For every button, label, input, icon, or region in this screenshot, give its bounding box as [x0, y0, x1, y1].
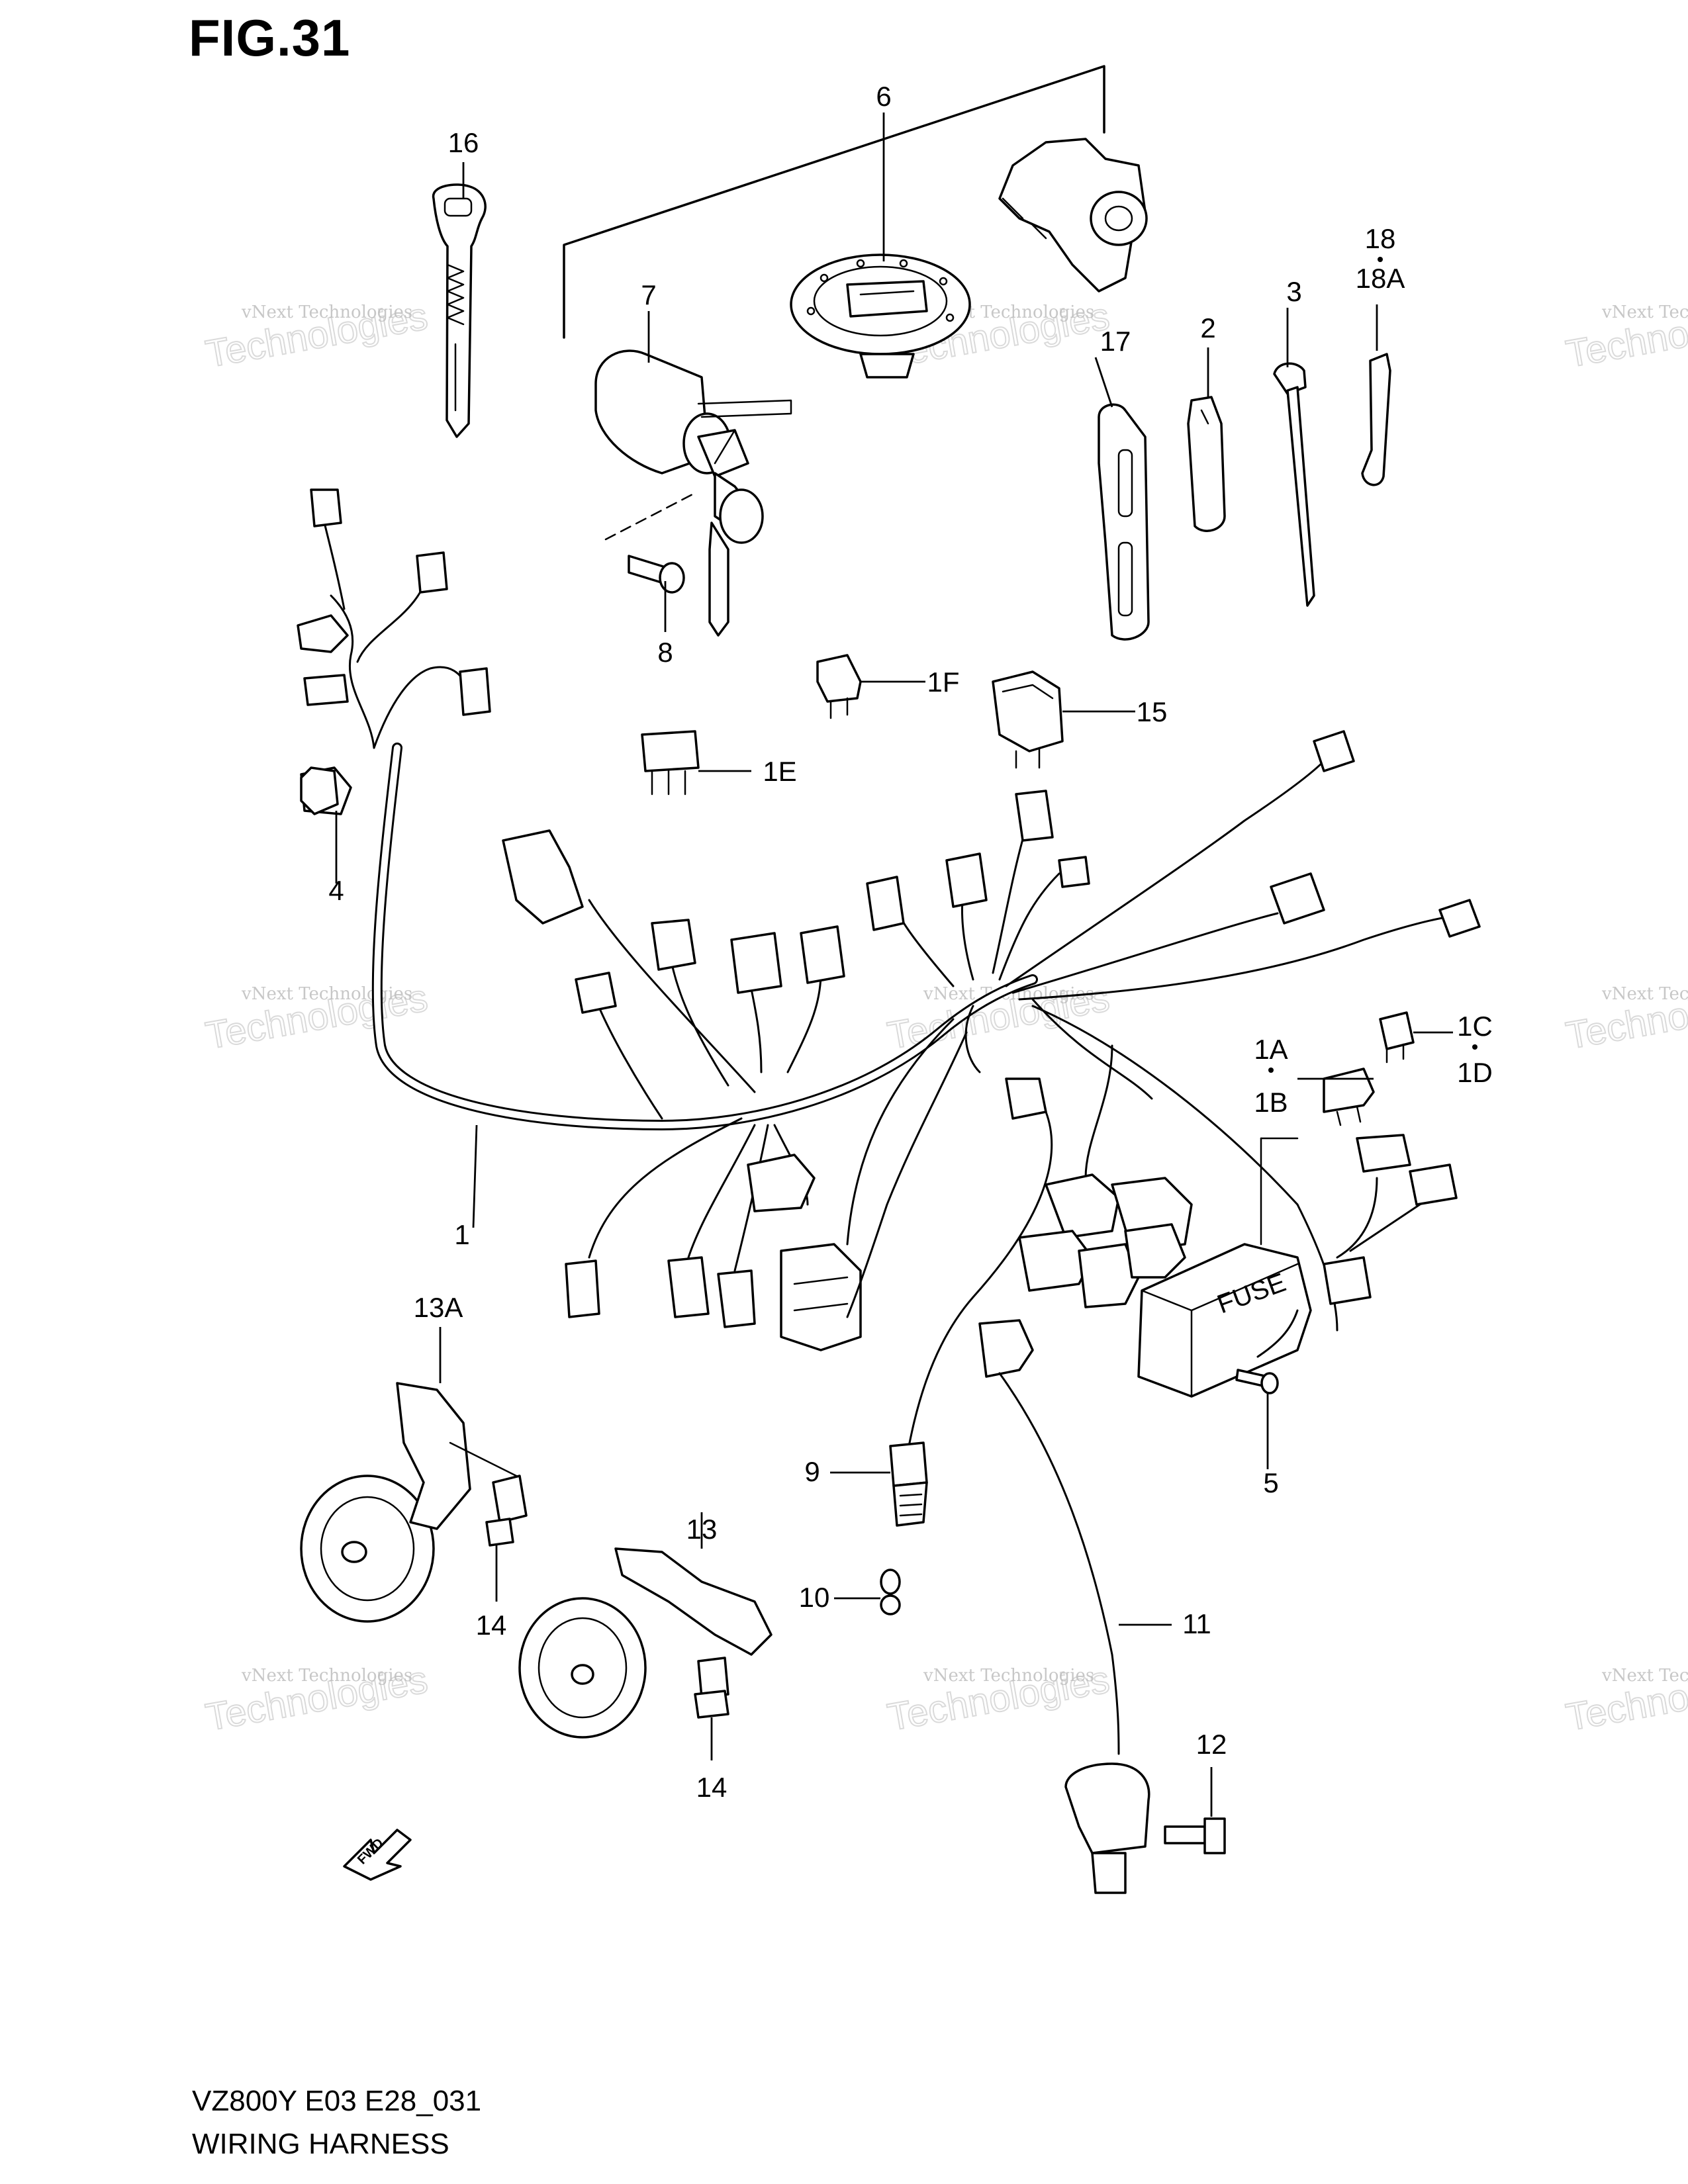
part-14-bolt-b	[694, 1657, 729, 1719]
callout-1b: 1B	[1254, 1087, 1288, 1118]
part-5-screw	[1235, 1369, 1279, 1394]
figure-title: FIG.31	[189, 9, 351, 67]
watermark-text: vNext Technologies	[241, 984, 412, 1004]
callout-2: 2	[1200, 312, 1215, 343]
part-15-relay	[992, 670, 1064, 769]
callout-separator-dot	[1472, 1044, 1477, 1050]
callout-16: 16	[448, 127, 479, 158]
callout-12: 12	[1196, 1729, 1227, 1760]
callout-14-a: 14	[476, 1610, 507, 1641]
callout-leaders	[335, 113, 1453, 1817]
callout-10: 10	[799, 1582, 830, 1613]
callout-5: 5	[1263, 1467, 1278, 1498]
part-6-fuel-cap-assembly	[563, 65, 1148, 379]
part-10-o-ring	[880, 1569, 901, 1615]
watermark-text: vNext Technologies	[923, 1666, 1094, 1686]
part-8-screw	[604, 492, 696, 594]
part-18-clip	[1361, 353, 1391, 486]
part-12-bolt	[1164, 1817, 1226, 1854]
callout-1a: 1A	[1254, 1034, 1288, 1065]
figure-code: VZ800Y E03 E28_031	[192, 2085, 482, 2117]
part-1c-1d-fuse	[1379, 1011, 1415, 1064]
callout-3: 3	[1286, 276, 1301, 307]
part-1a-1b-fuse	[1323, 1068, 1375, 1126]
part-1e-fuse	[641, 730, 700, 796]
callout-separator-dot	[1268, 1068, 1274, 1073]
part-16-key	[432, 183, 487, 438]
part-13a-horn	[300, 1382, 518, 1623]
part-11-sensor	[978, 1319, 1150, 1894]
part-17-clamp	[1098, 403, 1150, 641]
callout-18: 18	[1365, 223, 1396, 254]
callout-13: 13	[686, 1514, 718, 1545]
callout-17: 17	[1100, 326, 1131, 357]
watermark-text: vNext Technologies	[241, 302, 412, 322]
callout-labels: 1 1A 1B 1C 1D 1E 1F 2 3 4 5 6 7 8 9 10 1…	[328, 81, 1493, 1803]
part-1-main-harness	[297, 488, 1481, 1457]
part-1f-fuse	[816, 654, 862, 719]
callout-separator-dot	[1378, 257, 1383, 262]
callout-15: 15	[1137, 696, 1168, 727]
part-9-switch	[889, 1441, 928, 1527]
watermark-text: vNext Technologies	[1601, 984, 1688, 1004]
part-7-ignition-switch	[594, 349, 792, 637]
callout-18a: 18A	[1356, 263, 1405, 294]
callout-1: 1	[454, 1219, 469, 1250]
part-13-horn	[518, 1547, 773, 1739]
watermark-text: vNext Technologies	[1601, 1666, 1688, 1686]
callout-1e: 1E	[763, 756, 796, 787]
callout-6: 6	[876, 81, 891, 112]
callout-8: 8	[657, 637, 673, 668]
part-14-bolt-a	[485, 1475, 528, 1547]
callout-7: 7	[641, 279, 656, 310]
callout-13a: 13A	[414, 1292, 463, 1323]
part-3-cable-tie	[1273, 362, 1315, 607]
fuse-box: FUSE	[1137, 1137, 1312, 1398]
callout-14-b: 14	[696, 1772, 727, 1803]
callout-9: 9	[804, 1456, 820, 1487]
callout-1d: 1D	[1457, 1057, 1493, 1088]
figure-name: WIRING HARNESS	[192, 2128, 449, 2160]
callout-1c: 1C	[1457, 1011, 1493, 1042]
fwd-arrow-icon: FWD	[343, 1829, 412, 1881]
callout-1f: 1F	[927, 666, 959, 698]
callout-11: 11	[1182, 1608, 1211, 1639]
callout-4: 4	[328, 875, 344, 906]
part-2-clamp	[1187, 396, 1226, 532]
watermark-text: vNext Technologies	[241, 1666, 412, 1686]
watermark-text: vNext Technologies	[1601, 302, 1688, 322]
